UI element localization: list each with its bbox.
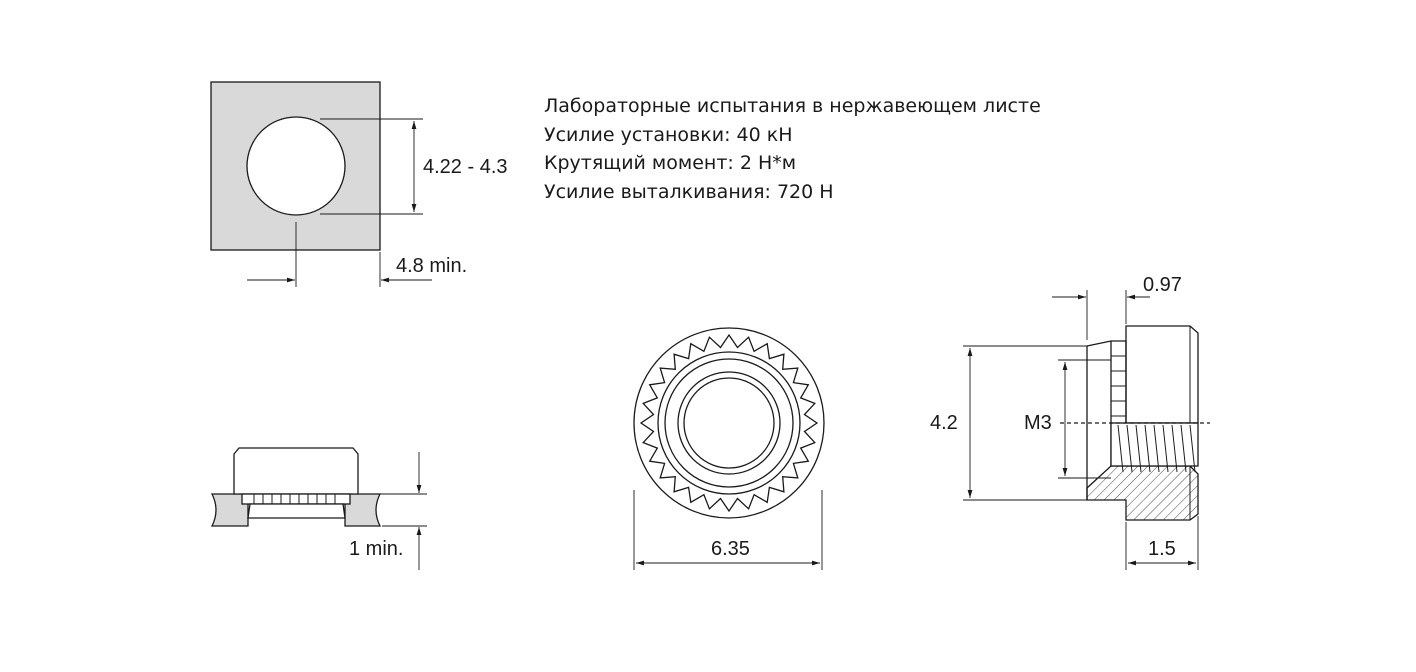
hole-diameter-label: 4.22 - 4.3 [423,156,508,178]
thread-line [1180,424,1187,473]
height-label: 4.2 [930,412,958,434]
thread-line [1135,424,1142,473]
outer-diameter-label: 6.35 [711,538,750,560]
sheet-section-right [344,493,382,527]
nut-shank [247,503,346,519]
thread-line [1126,424,1133,473]
spec-test-condition: Лабораторные испытания в нержавеющем лис… [544,95,1041,117]
section-wall-hatched [1086,465,1199,521]
nut-head [233,447,359,495]
thread-label: M3 [1024,412,1052,434]
sheet-section-left [210,493,249,527]
collar-inner [664,358,794,488]
specifications-block: Лабораторные испытания в нержавеющем лис… [544,92,1041,206]
spec-torque: Крутящий момент: 2 Н*м [544,152,797,174]
installed-side-view [210,447,427,570]
section-shank [1086,340,1127,423]
serration-band [241,493,351,505]
serration-teeth [639,333,819,513]
spec-installation-force: Усилие установки: 40 кН [544,123,793,146]
section-body-upper [1125,325,1199,424]
sheet-hole-view [210,81,432,287]
thread-line [1153,424,1160,473]
thread-line [1144,424,1151,473]
nut-section-view [963,290,1210,570]
thread-line [1162,424,1169,473]
thread-line [1189,424,1196,473]
shank-length-label: 0.97 [1143,274,1182,296]
thread-line [1171,424,1178,473]
outer-rim [633,327,825,519]
spec-pushout-force: Усилие выталкивания: 720 Н [544,180,834,203]
thread-lines [1117,424,1196,473]
thread-line [1117,424,1124,473]
nut-front-view [633,327,825,570]
body-length-label: 1.5 [1148,538,1176,560]
collar-outer [657,351,801,495]
edge-distance-label: 4.8 min. [396,255,467,277]
bore-outer [677,371,781,475]
mounting-hole [246,116,346,216]
bore-inner [683,377,775,469]
sheet-thickness-label: 1 min. [349,538,403,560]
